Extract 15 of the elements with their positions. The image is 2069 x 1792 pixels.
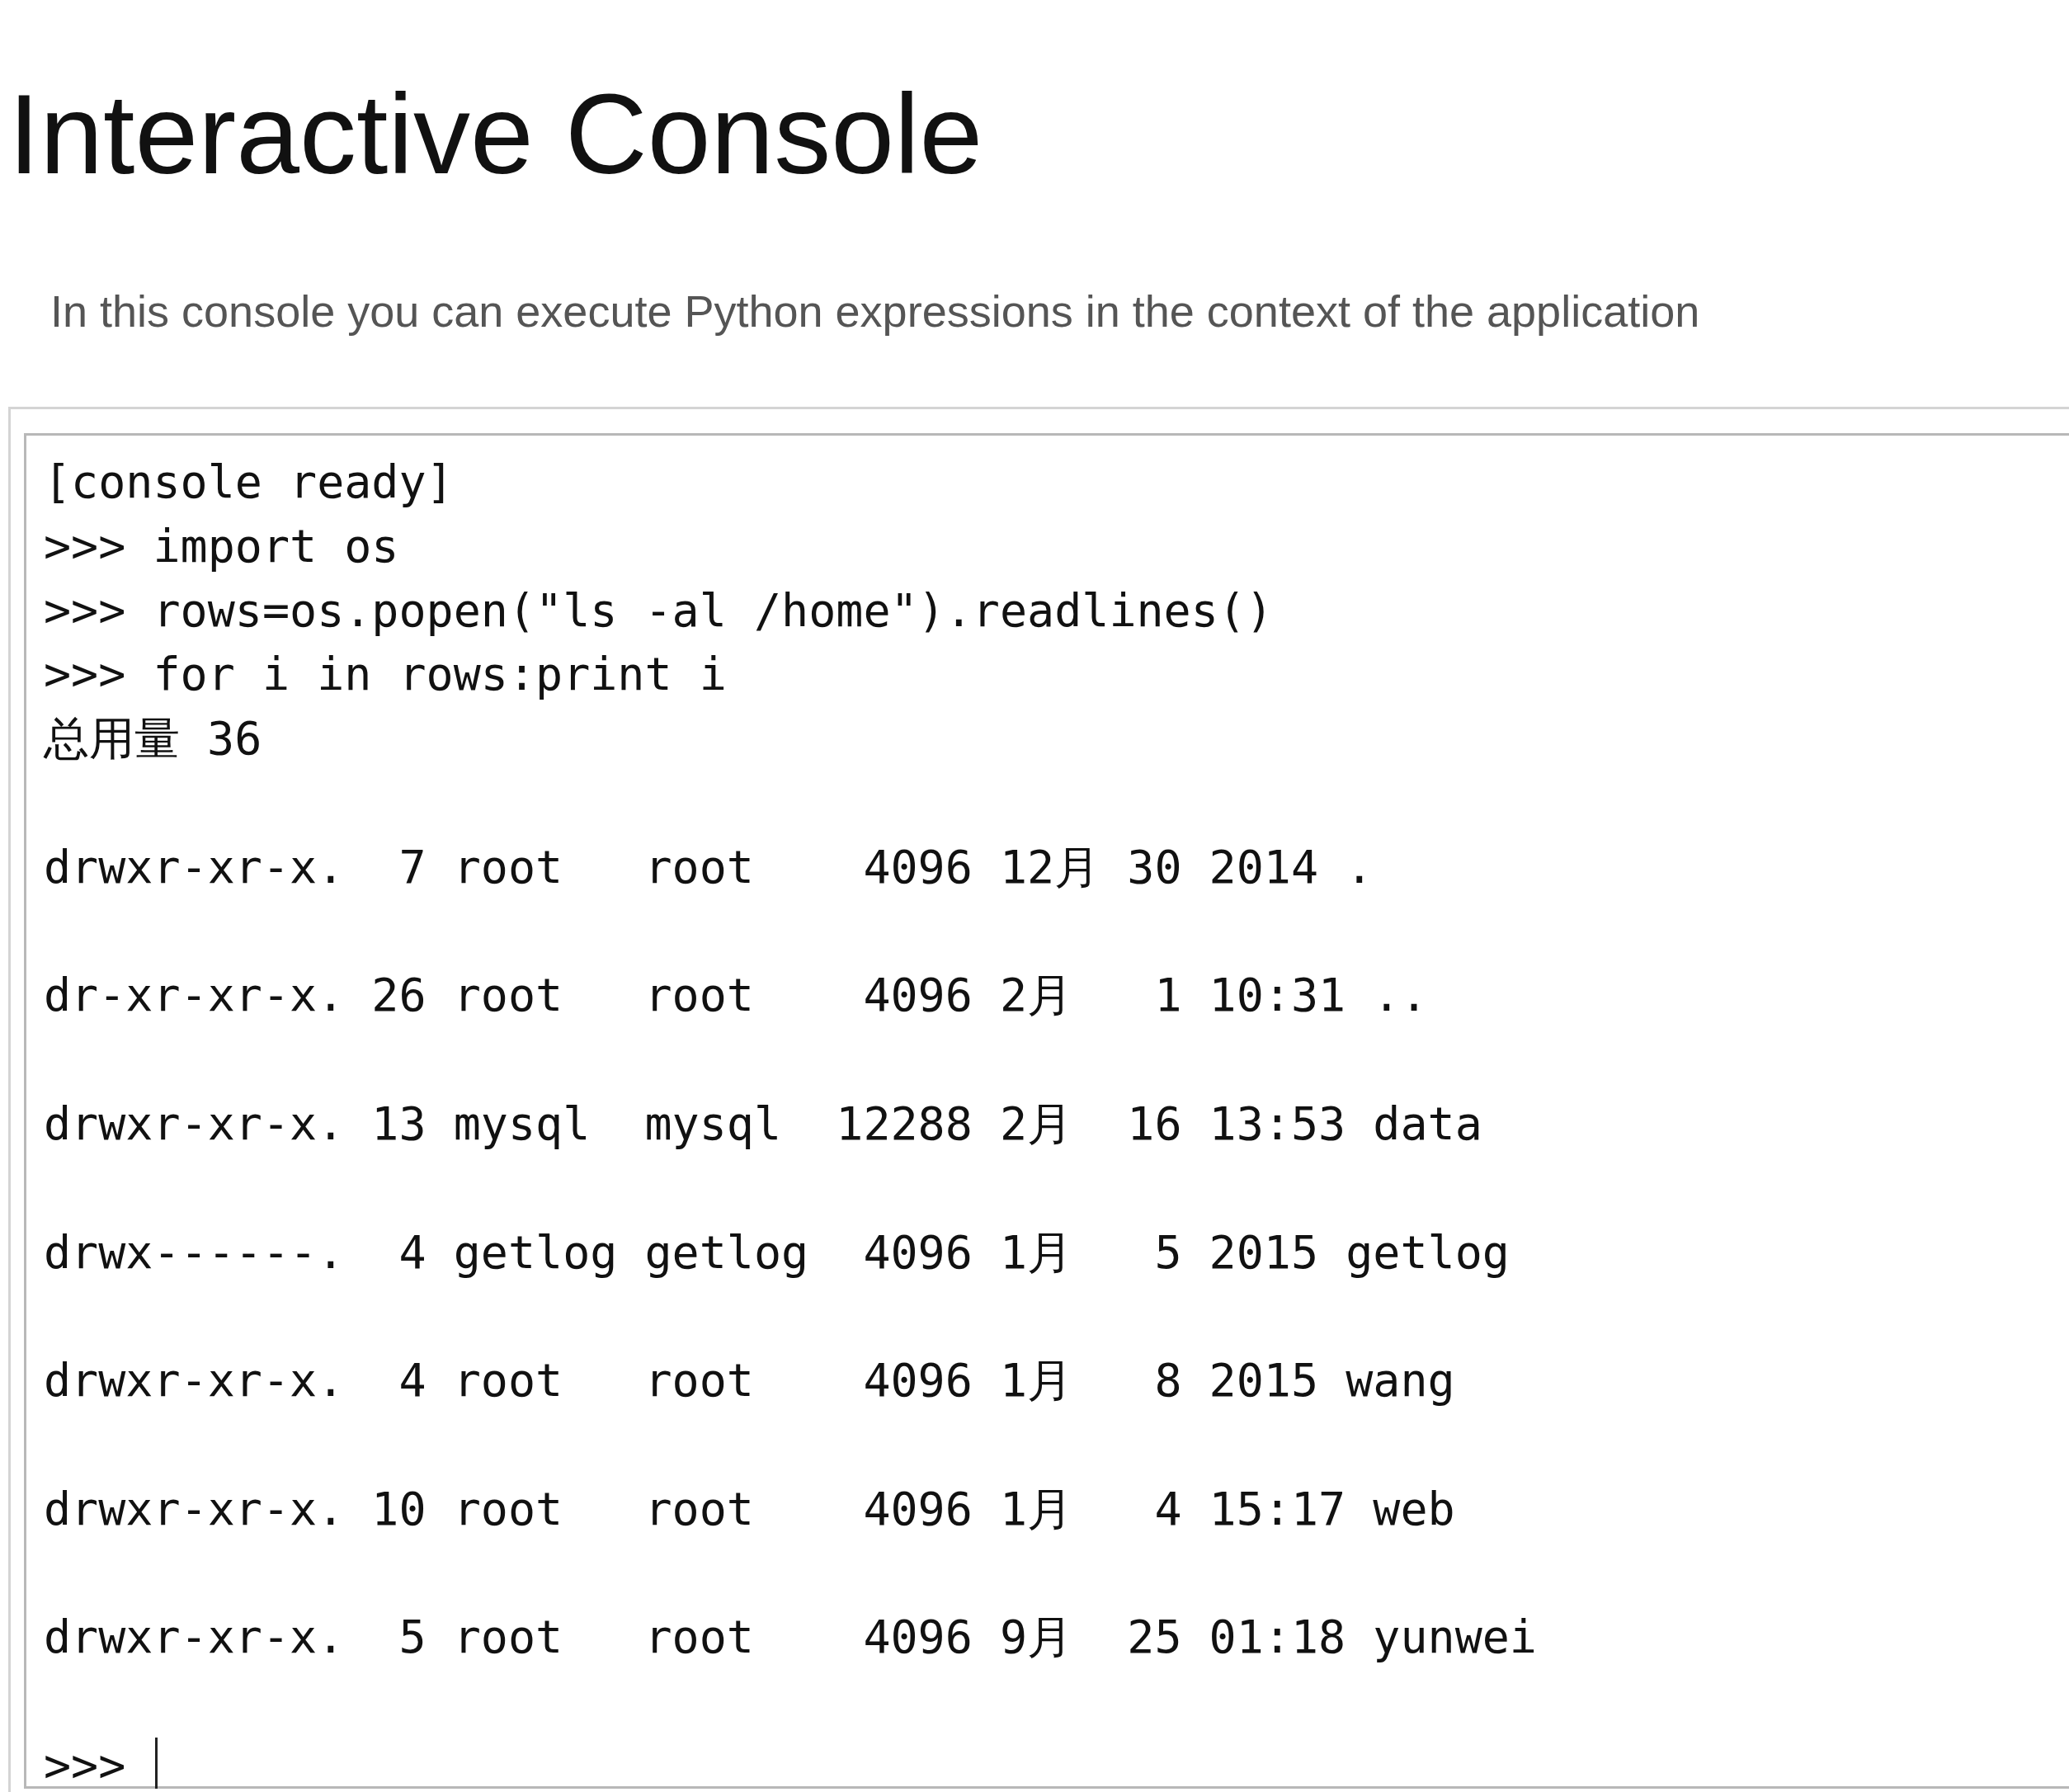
console-line: >>> rows=os.popen("ls -al /home").readlines() (44, 582, 1274, 639)
console-line: drwxr-xr-x. 10 root root 4096 1月 4 15:17 web (44, 1481, 1455, 1537)
console-line: dr-xr-xr-x. 26 root root 4096 2月 1 10:31 .. (44, 968, 1428, 1024)
console-line: drwx------. 4 getlog getlog 4096 1月 5 2015 getlog (44, 1224, 1510, 1280)
prompt: >>> (44, 1738, 126, 1792)
console-line: >>> import os (44, 518, 399, 574)
console-line: drwxr-xr-x. 5 root root 4096 9月 25 01:18 yunwei (44, 1610, 1537, 1666)
page-title: Interactive Console (8, 69, 983, 199)
console-line: [console ready] (44, 455, 454, 510)
console-line: drwxr-xr-x. 4 root root 4096 1月 8 2015 wang (44, 1353, 1455, 1409)
console-line: drwxr-xr-x. 13 mysql mysql 12288 2月 16 13:53 data (44, 1096, 1482, 1152)
description-text: In this console you can execute Python expressions in the context of the application (50, 285, 1700, 337)
console-line: >>> for i in rows:print i (44, 647, 727, 703)
console-line: 总用量 36 (44, 711, 262, 767)
console-line: drwxr-xr-x. 7 root root 4096 12月 30 2014 . (44, 839, 1374, 895)
